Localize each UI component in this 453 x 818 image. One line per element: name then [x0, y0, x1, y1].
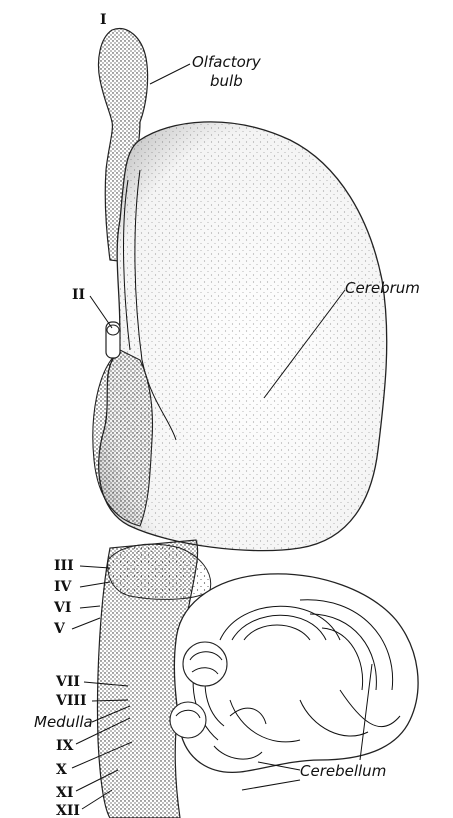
nerve-iv-label: IV	[54, 579, 73, 595]
cerebellum-shape	[170, 574, 418, 773]
nerve-v-leader	[72, 618, 100, 629]
medulla-label: Medulla	[34, 713, 93, 731]
optic-nerve-shape	[106, 322, 120, 358]
cerebellum-leader-3	[242, 780, 300, 790]
olfactory-bulb-label-line2: bulb	[210, 72, 243, 90]
nerve-vi-label: VI	[53, 600, 71, 616]
nerve-iii-label: III	[54, 558, 74, 574]
nerve-ii-label: II	[72, 287, 85, 303]
nerve-i-label: I	[100, 12, 107, 28]
nerve-viii-label: VIII	[55, 693, 87, 709]
nerve-iii-leader	[80, 566, 110, 568]
nerve-xi-label: XI	[56, 785, 73, 801]
cerebellum-label: Cerebellum	[300, 762, 386, 780]
nerve-vii-label: VII	[55, 674, 80, 690]
nerve-v-label: V	[53, 621, 66, 637]
nerve-ix-label: IX	[56, 738, 74, 754]
olfactory-bulb-label-line1: Olfactory	[192, 53, 262, 71]
olfactory-bulb-leader	[150, 64, 190, 84]
nerve-vi-leader	[80, 606, 100, 608]
nerve-ii-leader	[90, 296, 112, 328]
cerebrum-label: Cerebrum	[345, 279, 420, 297]
nerve-xii-label: XII	[56, 803, 80, 818]
temporal-lobe-shape	[93, 350, 153, 526]
nerve-x-label: X	[56, 762, 67, 778]
